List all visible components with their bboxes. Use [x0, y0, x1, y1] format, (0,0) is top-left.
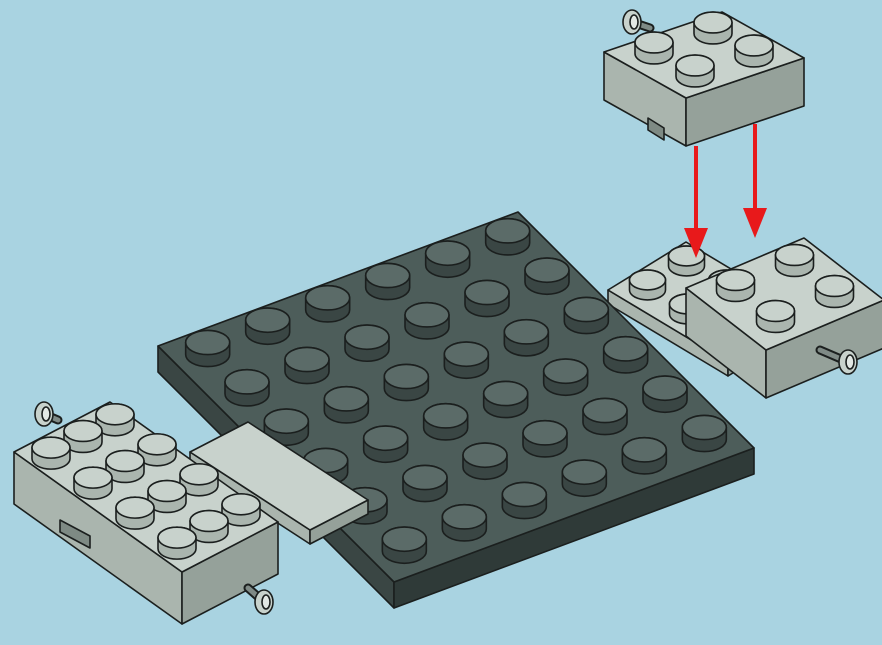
- placement-arrows: [684, 124, 767, 258]
- stud: [137, 433, 177, 467]
- pin-left-front: [243, 583, 274, 615]
- stud: [628, 269, 667, 301]
- stud: [73, 466, 113, 500]
- stud: [184, 329, 231, 368]
- stud: [63, 419, 103, 454]
- stud: [304, 284, 351, 323]
- stud: [634, 31, 674, 65]
- stud: [441, 503, 488, 542]
- pin-right: [815, 345, 858, 375]
- stud: [422, 402, 469, 441]
- stud: [244, 307, 291, 346]
- stud: [31, 436, 71, 470]
- stud: [402, 464, 448, 503]
- stud: [189, 509, 229, 544]
- stud: [263, 408, 310, 447]
- light-brick-left-assembly-studs: [31, 403, 261, 560]
- stud: [464, 279, 510, 318]
- stud: [404, 301, 450, 340]
- stud: [484, 217, 531, 256]
- stud: [224, 368, 270, 407]
- arrow-down-icon: [743, 124, 767, 238]
- stud: [501, 481, 548, 520]
- stud: [443, 341, 490, 380]
- stud: [563, 296, 610, 335]
- stud: [105, 449, 145, 484]
- stud: [381, 526, 428, 565]
- stud: [95, 403, 135, 437]
- light-brick-right-assembly-top-face: [685, 237, 882, 351]
- light-brick-incoming-top-face: [603, 11, 805, 99]
- stud: [424, 240, 471, 279]
- stud: [522, 419, 568, 458]
- light-plate-connector-left-top-face: [189, 421, 369, 531]
- stud: [344, 324, 390, 363]
- brick-slot: [59, 519, 91, 549]
- stud: [115, 496, 155, 530]
- stud: [814, 274, 855, 309]
- stud: [284, 346, 330, 385]
- light-brick-incoming: [603, 11, 805, 147]
- stud: [582, 397, 628, 436]
- pin-incoming: [622, 9, 655, 35]
- stud: [362, 425, 409, 464]
- arrow-down-icon: [684, 146, 708, 258]
- stud: [542, 358, 589, 397]
- stud: [221, 493, 261, 527]
- stud: [774, 243, 815, 278]
- stud: [323, 385, 370, 424]
- stud: [667, 245, 706, 277]
- stud: [482, 380, 529, 419]
- light-brick-incoming-studs: [634, 11, 774, 88]
- stud: [462, 442, 508, 481]
- stud: [147, 479, 187, 514]
- stud: [503, 318, 550, 357]
- stud: [755, 299, 796, 334]
- front-parts: [13, 237, 882, 625]
- stud: [179, 463, 219, 497]
- stud: [621, 436, 668, 475]
- stud: [734, 34, 774, 68]
- pin-left-back: [34, 401, 63, 427]
- stud: [681, 414, 728, 453]
- stud: [364, 262, 411, 301]
- stud: [715, 268, 756, 303]
- stud: [561, 459, 608, 498]
- brick-slot: [647, 117, 665, 141]
- stud: [675, 54, 715, 88]
- stud: [383, 363, 430, 402]
- stud: [157, 526, 197, 560]
- stud: [642, 375, 688, 414]
- light-brick-right-assembly-studs: [715, 243, 855, 334]
- stud: [524, 257, 570, 296]
- stud: [693, 11, 733, 45]
- stud: [602, 335, 649, 374]
